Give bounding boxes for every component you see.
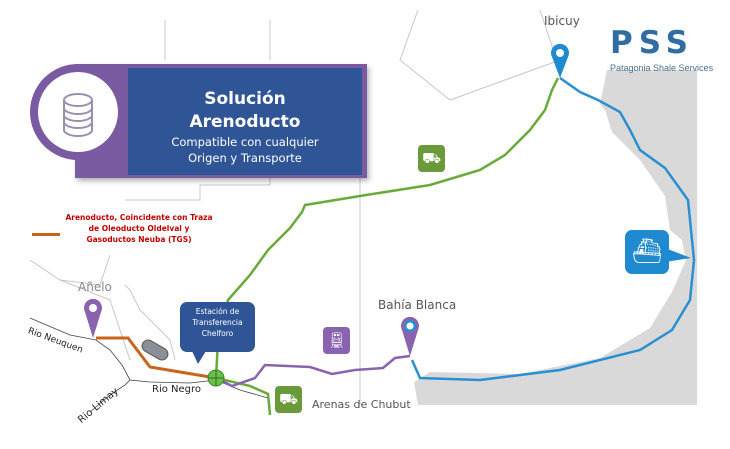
pss-logo: PSS Patagonia Shale Services	[610, 24, 725, 74]
logo-name: Patagonia Shale Services	[610, 63, 714, 73]
train-route	[215, 354, 411, 388]
pin-bahia-blanca-icon[interactable]	[401, 316, 419, 356]
pin-anelo-icon[interactable]	[84, 298, 102, 338]
truck-icon-south[interactable]: ⛟	[275, 386, 302, 413]
label-ibicuy: Ibicuy	[544, 14, 580, 28]
chelforo-callout: Estación de Transferencia Chelforo	[180, 302, 255, 364]
province-borders	[29, 9, 561, 405]
callout-line3: Chelforo	[201, 329, 234, 338]
header-box: Solución Arenoducto Compatible con cualq…	[128, 68, 362, 175]
legend-line-swatch	[32, 233, 60, 236]
header-subtitle-line2: Origen y Transporte	[188, 151, 302, 165]
label-rio-negro: Rio Negro	[152, 384, 202, 395]
legend-text: Arenoducto, Coincidente con Traza de Ole…	[65, 213, 213, 244]
callout-line1: Estación de	[195, 307, 240, 316]
header-subtitle-line1: Compatible con cualquier	[171, 135, 319, 149]
coin-stack-icon	[38, 72, 118, 152]
label-arenas-chubut: Arenas de Chubut	[312, 398, 411, 411]
label-anelo: Añelo	[78, 280, 112, 294]
truck-icon[interactable]: ⛟	[418, 145, 445, 172]
logo-mark: PSS	[610, 25, 694, 61]
ship-callout-pointer	[665, 248, 691, 262]
truck-route-north	[214, 77, 560, 379]
sea-area	[414, 70, 697, 405]
pipe-icon	[141, 339, 169, 361]
pin-ibicuy-icon[interactable]	[551, 43, 569, 78]
header-title-line1: Solución	[204, 89, 286, 109]
train-icon[interactable]: 🚆︎	[323, 327, 350, 354]
callout-line2: Transferencia	[192, 318, 243, 327]
ship-icon[interactable]: ⛴︎	[625, 230, 669, 274]
header-title-line2: Arenoducto	[189, 112, 301, 132]
truck-route-south	[215, 376, 272, 416]
ship-route	[410, 76, 696, 382]
pipeline-route	[96, 336, 211, 379]
chelforo-station-icon[interactable]	[207, 369, 225, 387]
label-bahia-blanca: Bahía Blanca	[378, 298, 457, 312]
